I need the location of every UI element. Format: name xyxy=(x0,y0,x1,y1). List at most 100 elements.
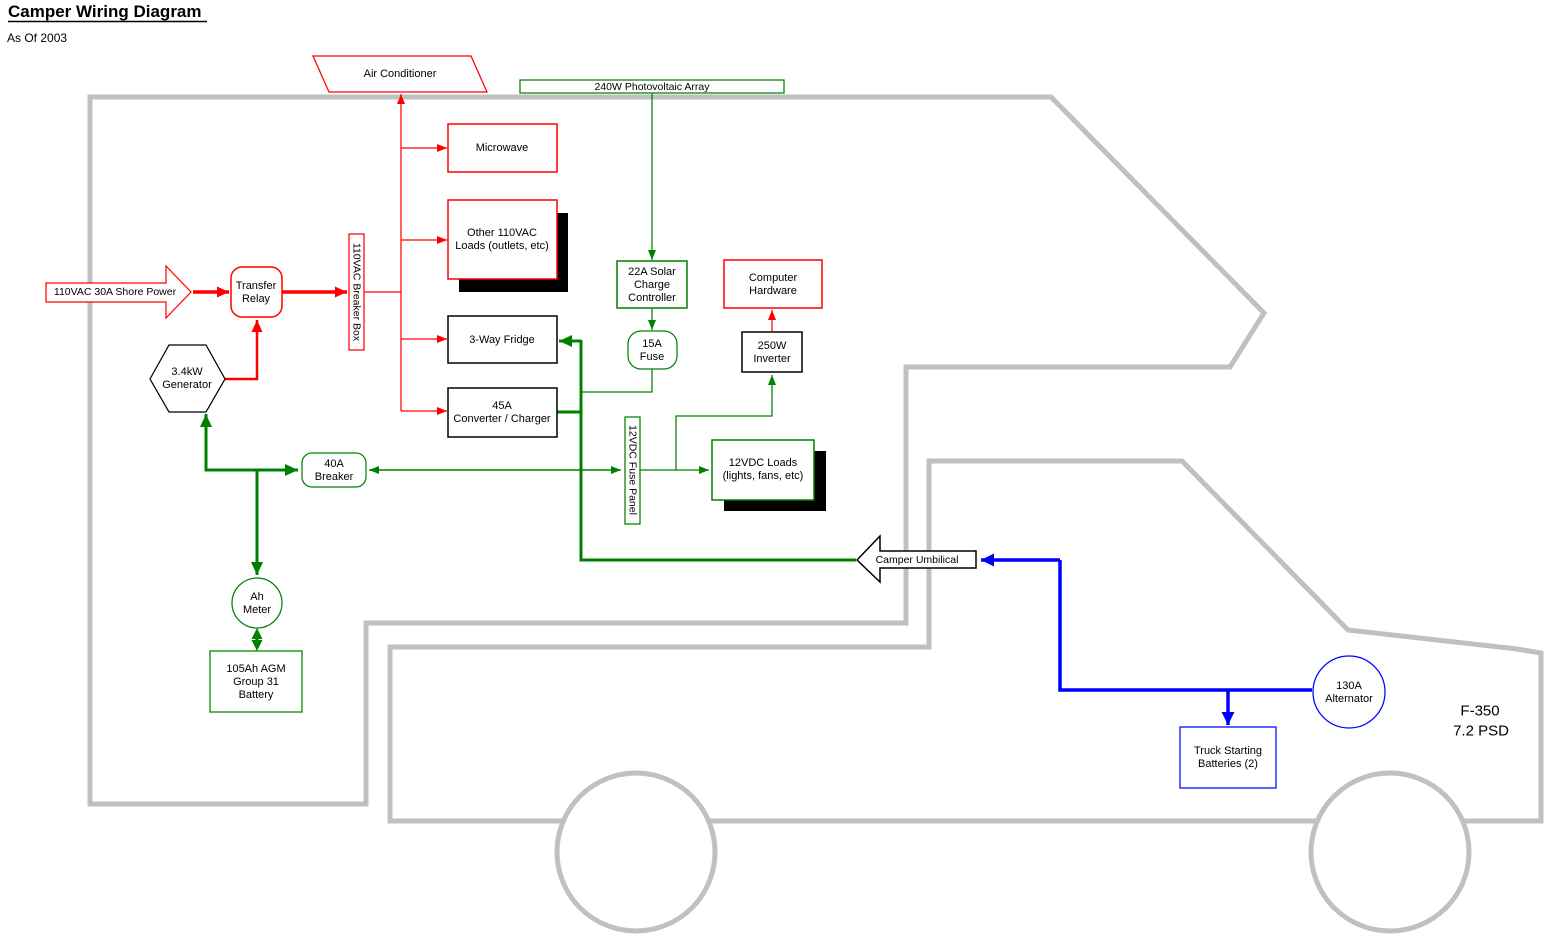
other-110vac-loads-label-1: Other 110VAC xyxy=(467,227,537,239)
generator-label-1: 3.4kW xyxy=(171,366,203,378)
node-inverter: 250W Inverter xyxy=(741,331,803,373)
transfer-relay-label-1: Transfer xyxy=(236,280,277,292)
wire-generator-to-breaker40 xyxy=(200,414,298,476)
solar-charge-controller-label-3: Controller xyxy=(628,292,676,304)
wire-ahmeter-to-battery-arrow-up xyxy=(251,628,263,639)
fridge-label: 3-Way Fridge xyxy=(469,334,535,346)
fridge-box xyxy=(447,315,558,364)
node-breaker-box-110vac: 110VAC Breaker Box xyxy=(348,233,365,351)
converter-charger-box xyxy=(447,387,558,438)
truck-batteries-label-2: Batteries (2) xyxy=(1198,758,1258,770)
converter-charger-label-2: Converter / Charger xyxy=(453,413,551,425)
wiring-truck-dc xyxy=(981,553,1312,725)
wiring-110vac xyxy=(193,94,776,415)
fuse-15a-label-1: 15A xyxy=(642,338,662,350)
node-microwave: Microwave xyxy=(447,123,558,173)
camper-outline xyxy=(87,94,1268,807)
breaker-box-110vac-label: 110VAC Breaker Box xyxy=(351,243,363,342)
node-pv-array: 240W Photovoltaic Array xyxy=(519,79,785,94)
other-110vac-loads-box xyxy=(447,199,558,280)
computer-hardware-label-2: Hardware xyxy=(749,285,797,297)
battery-label-3: Battery xyxy=(239,689,274,701)
node-ah-meter: Ah Meter xyxy=(231,577,283,629)
node-camper-umbilical: Camper Umbilical xyxy=(855,534,977,584)
fuse-15a-shape xyxy=(627,330,678,370)
node-generator: 3.4kW Generator xyxy=(149,344,226,413)
node-loads-12vdc: 12VDC Loads (lights, fans, etc) xyxy=(711,439,815,501)
node-shore-power: 110VAC 30A Shore Power xyxy=(45,264,192,320)
solar-charge-controller-label-2: Charge xyxy=(634,279,670,291)
ah-meter-circle xyxy=(231,577,283,629)
solar-charge-controller-box xyxy=(616,260,688,309)
wire-umbilical-to-alternator xyxy=(1058,560,1312,692)
breaker-40a-label-2: Breaker xyxy=(315,471,354,483)
loads-12vdc-box xyxy=(711,439,815,501)
node-alternator: 130A Alternator xyxy=(1312,655,1386,729)
fuse-panel-12vdc-label: 12VDC Fuse Panel xyxy=(627,425,639,515)
loads-12vdc-label-1: 12VDC Loads xyxy=(729,457,798,469)
computer-hardware-box xyxy=(723,259,823,309)
shore-power-arrow-shape xyxy=(45,264,192,320)
node-fridge: 3-Way Fridge xyxy=(447,315,558,364)
battery-label-2: Group 31 xyxy=(233,676,279,688)
page-subtitle: As Of 2003 xyxy=(7,31,67,45)
inverter-label-1: 250W xyxy=(758,340,787,352)
node-converter-charger: 45A Converter / Charger xyxy=(447,387,558,438)
truck-model-line-2: 7.2 PSD xyxy=(1453,723,1509,740)
alternator-circle xyxy=(1312,655,1386,729)
air-conditioner-shape xyxy=(312,55,488,93)
inverter-label-2: Inverter xyxy=(753,353,791,365)
page-title: Camper Wiring Diagram xyxy=(8,2,202,21)
transfer-relay-label-2: Relay xyxy=(242,293,271,305)
alternator-label-2: Alternator xyxy=(1325,693,1373,705)
generator-hexagon xyxy=(149,344,226,413)
node-truck-batteries: Truck Starting Batteries (2) xyxy=(1179,726,1277,789)
microwave-box xyxy=(447,123,558,173)
node-breaker-40a: 40A Breaker xyxy=(301,452,367,488)
truck-batteries-label-1: Truck Starting xyxy=(1194,745,1262,757)
camper-umbilical-arrow-shape xyxy=(855,534,977,584)
truck-outline xyxy=(387,458,1544,824)
wire-fuse-to-bus xyxy=(582,369,653,393)
wiring-12vdc xyxy=(200,93,856,651)
node-computer-hardware: Computer Hardware xyxy=(723,259,823,309)
truck-batteries-box xyxy=(1179,726,1277,789)
node-other-110vac-loads: Other 110VAC Loads (outlets, etc) xyxy=(447,199,558,280)
wire-generator-to-relay xyxy=(225,320,263,381)
solar-charge-controller-label-1: 22A Solar xyxy=(628,266,676,278)
truck-model-line-1: F-350 xyxy=(1460,703,1499,720)
fuse-panel-12vdc-box xyxy=(624,416,641,525)
truck-rear-wheel xyxy=(554,770,718,934)
air-conditioner-label: Air Conditioner xyxy=(364,68,437,80)
truck-front-wheel xyxy=(1308,770,1472,934)
fuse-15a-label-2: Fuse xyxy=(640,351,664,363)
microwave-label: Microwave xyxy=(476,142,529,154)
page-header: Camper Wiring Diagram As Of 2003 xyxy=(7,2,207,45)
other-110vac-loads-label-2: Loads (outlets, etc) xyxy=(455,240,549,252)
converter-charger-label-1: 45A xyxy=(492,400,512,412)
camper-umbilical-label: Camper Umbilical xyxy=(876,554,959,566)
node-transfer-relay: Transfer Relay xyxy=(230,266,283,318)
breaker-40a-shape xyxy=(301,452,367,488)
breaker-box-110vac-box xyxy=(348,233,365,351)
generator-label-2: Generator xyxy=(162,379,212,391)
node-fuse-panel-12vdc: 12VDC Fuse Panel xyxy=(624,416,641,525)
inverter-box xyxy=(741,331,803,373)
breaker-40a-label-1: 40A xyxy=(324,458,344,470)
transfer-relay-box xyxy=(230,266,283,318)
wire-ahmeter-to-battery-arrow-down xyxy=(251,640,263,651)
wire-bus-to-inverter xyxy=(675,375,776,470)
computer-hardware-label-1: Computer xyxy=(749,272,798,284)
node-battery: 105Ah AGM Group 31 Battery xyxy=(209,650,303,713)
ah-meter-label-2: Meter xyxy=(243,604,271,616)
battery-label-1: 105Ah AGM xyxy=(226,663,285,675)
alternator-label-1: 130A xyxy=(1336,680,1362,692)
truck-model-label: F-350 7.2 PSD xyxy=(1453,703,1509,740)
wire-ahmeter-to-battery xyxy=(251,628,263,651)
loads-12vdc-label-2: (lights, fans, etc) xyxy=(723,470,804,482)
node-solar-charge-controller: 22A Solar Charge Controller xyxy=(616,260,688,309)
pv-array-label: 240W Photovoltaic Array xyxy=(595,81,711,93)
pv-array-box xyxy=(519,79,785,94)
shore-power-label: 110VAC 30A Shore Power xyxy=(54,286,177,298)
